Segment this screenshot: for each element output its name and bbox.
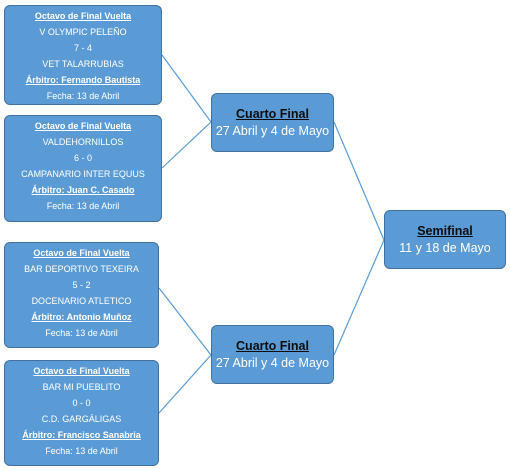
connector-match3-qf2	[158, 287, 212, 356]
match-card[interactable]: Octavo de Final Vuelta BAR DEPORTIVO TEX…	[4, 242, 159, 348]
match-title: Octavo de Final Vuelta	[33, 366, 130, 376]
match-card[interactable]: Octavo de Final Vuelta VALDEHORNILLOS 6 …	[4, 115, 162, 222]
referee: Árbitro: Fernando Bautista	[25, 75, 141, 85]
away-team: CAMPANARIO INTER EQUUS	[21, 169, 145, 179]
connector-match4-qf2	[158, 354, 212, 414]
connector-match2-qf1	[161, 121, 212, 169]
away-team: C.D. GARGÁLIGAS	[41, 414, 122, 424]
quarterfinal-card[interactable]: Cuarto Final 27 Abril y 4 de Mayo	[211, 325, 334, 384]
referee: Árbitro: Antonio Muñoz	[31, 312, 132, 322]
stage-title: Cuarto Final	[236, 106, 309, 121]
match-score: 7 - 4	[73, 43, 92, 53]
match-title: Octavo de Final Vuelta	[34, 121, 132, 131]
match-card[interactable]: Octavo de Final Vuelta V OLYMPIC PELEÑO …	[4, 5, 162, 105]
quarterfinal-card[interactable]: Cuarto Final 27 Abril y 4 de Mayo	[211, 93, 334, 152]
referee: Árbitro: Juan C. Casado	[31, 185, 135, 195]
match-title: Octavo de Final Vuelta	[34, 11, 132, 21]
stage-title: Cuarto Final	[236, 338, 309, 353]
match-score: 6 - 0	[73, 153, 92, 163]
home-team: VALDEHORNILLOS	[42, 137, 124, 147]
away-team: VET TALARRUBIAS	[42, 59, 124, 69]
semifinal-card[interactable]: Semifinal 11 y 18 de Mayo	[384, 210, 506, 269]
home-team: BAR DEPORTIVO TEXEIRA	[24, 264, 139, 274]
match-score: 5 - 2	[72, 280, 91, 290]
home-team: V OLYMPIC PELEÑO	[39, 27, 127, 37]
match-date: Fecha: 13 de Abril	[46, 201, 120, 211]
connector-qf1-sf	[333, 121, 385, 241]
match-title: Octavo de Final Vuelta	[33, 248, 130, 258]
stage-dates: 11 y 18 de Mayo	[399, 240, 491, 255]
home-team: BAR MI PUEBLITO	[42, 382, 121, 392]
away-team: DOCENARIO ATLETICO	[31, 296, 132, 306]
match-date: Fecha: 13 de Abril	[45, 328, 118, 338]
stage-title: Semifinal	[417, 223, 473, 238]
referee: Árbitro: Francisco Sanabria	[22, 430, 141, 440]
stage-dates: 27 Abril y 4 de Mayo	[215, 355, 330, 370]
match-card[interactable]: Octavo de Final Vuelta BAR MI PUEBLITO 0…	[4, 360, 159, 466]
match-date: Fecha: 13 de Abril	[45, 446, 118, 456]
connector-qf2-sf	[333, 239, 385, 356]
stage-dates: 27 Abril y 4 de Mayo	[215, 123, 330, 138]
match-date: Fecha: 13 de Abril	[46, 91, 120, 101]
match-score: 0 - 0	[72, 398, 91, 408]
connector-match1-qf1	[161, 54, 212, 123]
